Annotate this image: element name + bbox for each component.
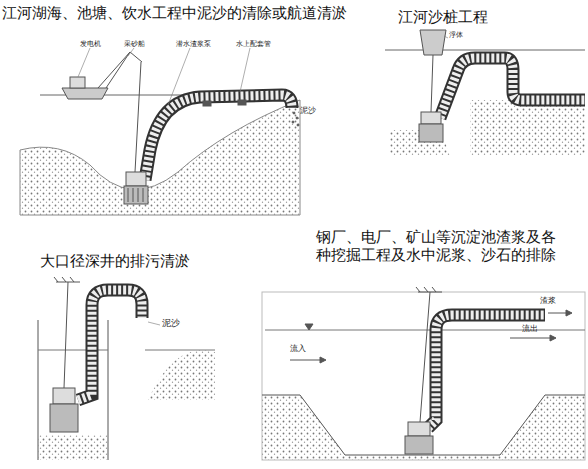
panel-title: 江河湖海、池塘、饮水工程中泥沙的清除或航道清淤	[2, 4, 347, 22]
deep-well-scene	[38, 277, 215, 460]
sand-pile-scene	[385, 30, 585, 155]
dredging-scene-part	[128, 48, 134, 56]
panel-title: 钢厂、电厂、矿山等沉淀池渣浆及各种挖掘工程及水中泥浆、沙石的排除	[316, 228, 568, 264]
panel-title: 大口径深井的排污清淤	[40, 252, 190, 270]
part-label: 潜水渣浆泵	[176, 40, 211, 48]
part-label: 水上配套管	[236, 40, 271, 48]
settling-pond-scene-part	[262, 292, 585, 460]
settling-pond-scene-part	[424, 287, 428, 292]
settling-pond-scene-part	[262, 395, 585, 455]
deep-well-scene-part	[53, 388, 75, 404]
dredging-scene-part	[98, 52, 130, 88]
part-label: 浮体	[449, 31, 463, 39]
dredging-scene-part	[138, 188, 139, 202]
deep-well-scene-part	[70, 277, 74, 282]
sand-pile-scene-part	[470, 100, 585, 155]
sand-pile-scene-part	[385, 50, 585, 51]
dredging-scene-part	[128, 188, 129, 202]
deep-well-scene-part	[54, 277, 58, 282]
dredging-scene-part	[130, 52, 142, 62]
dredging-scene-part	[106, 52, 130, 88]
dredging-scene-part	[296, 117, 298, 119]
part-label: 渣浆	[540, 296, 556, 306]
dredging-scene-part	[145, 95, 292, 180]
sand-pile-scene-part	[420, 30, 446, 55]
settling-pond-scene-part	[548, 313, 566, 314]
dredging-scene-part	[297, 124, 299, 126]
dredging-scene-part	[203, 101, 211, 106]
settling-pond-scene-part	[408, 422, 430, 436]
deep-well-scene-part	[38, 435, 108, 460]
deep-well-scene-part	[78, 290, 142, 400]
part-label: 发电机	[80, 40, 101, 48]
dredging-scene-part	[238, 100, 246, 105]
panel-title: 江河沙桩工程	[398, 8, 488, 26]
sand-pile-scene-part	[440, 58, 585, 118]
settling-pond-scene-part	[262, 395, 585, 460]
dredging-scene-part	[70, 77, 85, 88]
dredging-scene-part	[126, 172, 146, 186]
deep-well-scene-part	[148, 322, 160, 325]
part-label: 采砂船	[124, 40, 145, 48]
deep-well-scene-part	[148, 350, 215, 400]
deep-well-scene-part	[50, 404, 78, 432]
dredging-scene-part	[145, 95, 292, 180]
dredging-scene-part	[78, 48, 90, 77]
part-label: 泥沙	[300, 106, 316, 116]
settling-pond-scene-part	[428, 315, 545, 428]
dredging-scene-part	[62, 88, 108, 99]
dredging-scene-part	[135, 62, 141, 172]
part-label: 流入	[290, 344, 306, 354]
deep-well-scene-part	[78, 290, 142, 400]
part-label: 泥沙	[162, 318, 180, 329]
sand-pile-scene-part	[444, 36, 448, 38]
dredging-scene-part	[124, 186, 148, 204]
settling-pond-scene-part	[405, 436, 433, 454]
settling-pond-scene-part	[320, 357, 326, 363]
settling-pond-scene-part	[566, 310, 572, 316]
dredging-scene	[20, 48, 300, 215]
sand-pile-scene-part	[419, 124, 443, 142]
settling-pond-scene-part	[416, 287, 420, 292]
dredging-scene-part	[168, 48, 190, 105]
settling-pond-scene-part	[510, 338, 550, 339]
deep-well-scene-part	[64, 282, 68, 388]
settling-pond-scene-part	[428, 315, 545, 428]
settling-pond-scene-part	[290, 360, 320, 361]
settling-pond-scene-part	[305, 324, 313, 330]
sand-pile-scene-part	[421, 112, 441, 124]
dredging-scene-part	[292, 121, 294, 123]
dredging-scene-part	[293, 112, 295, 114]
dredging-scene-part	[133, 188, 134, 202]
deep-well-scene-part	[62, 277, 66, 282]
settling-pond-scene-part	[432, 287, 436, 292]
dredging-scene-part	[143, 188, 144, 202]
part-label: 流出	[522, 324, 538, 334]
settling-pond-scene-part	[550, 335, 556, 341]
dredging-scene-part	[240, 48, 250, 92]
settling-pond-scene-part	[420, 292, 430, 422]
sand-pile-scene-part	[440, 58, 585, 118]
settling-pond-scene	[262, 287, 585, 460]
sand-pile-scene-part	[431, 55, 433, 112]
